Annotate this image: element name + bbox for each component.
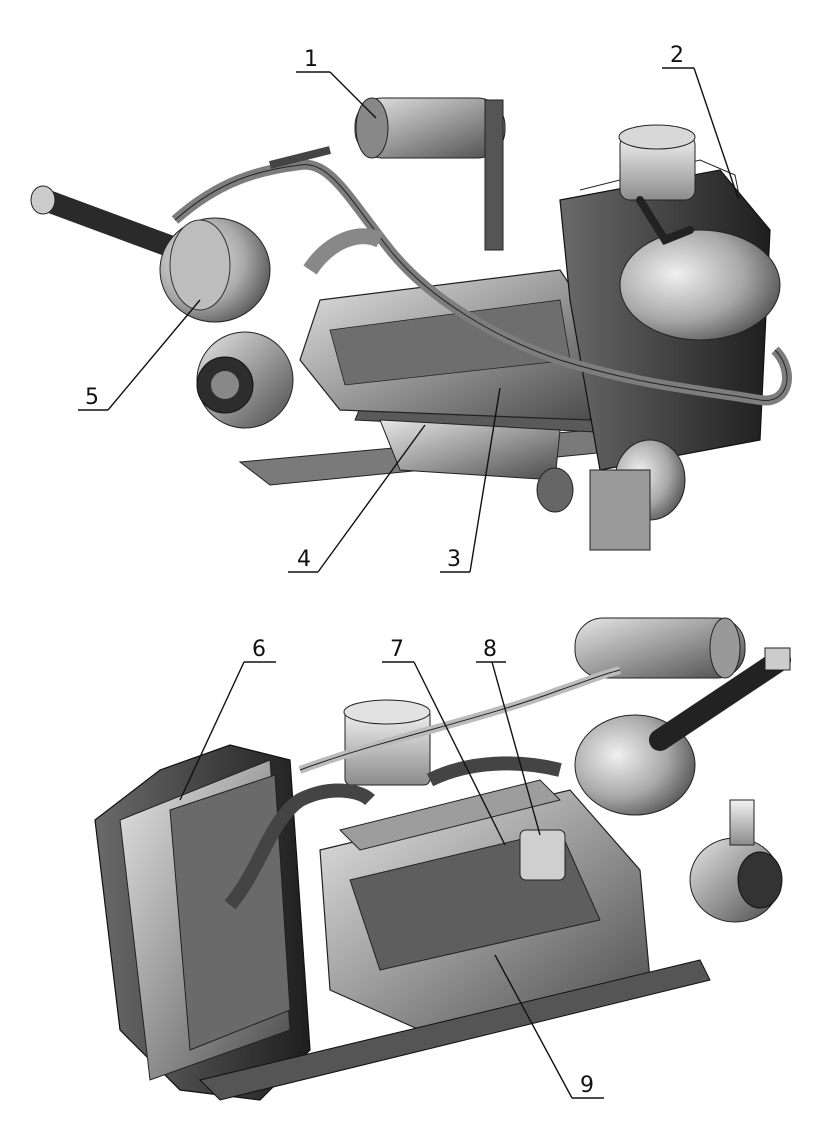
callout-5: 5	[78, 299, 201, 411]
top-engine-view	[30, 97, 792, 551]
callout-label-3: 3	[447, 547, 461, 572]
callout-label-1: 1	[304, 47, 318, 72]
callout-3: 3	[440, 387, 501, 573]
callout-9: 9	[494, 954, 604, 1099]
callout-label-8: 8	[483, 637, 497, 662]
callout-6: 6	[179, 637, 276, 801]
callout-label-7: 7	[390, 637, 404, 662]
callout-1: 1	[296, 47, 377, 119]
callout-2: 2	[662, 43, 739, 199]
callout-8: 8	[476, 637, 541, 836]
callout-label-5: 5	[85, 385, 99, 410]
bottom-engine-view	[94, 617, 791, 1101]
callouts: 1 2 5 4 3 6	[78, 43, 739, 1099]
callout-label-9: 9	[580, 1073, 594, 1098]
callout-label-2: 2	[670, 43, 684, 68]
callout-4: 4	[288, 424, 426, 573]
callout-7: 7	[382, 637, 506, 846]
callout-label-6: 6	[252, 637, 266, 662]
callout-label-4: 4	[297, 547, 311, 572]
